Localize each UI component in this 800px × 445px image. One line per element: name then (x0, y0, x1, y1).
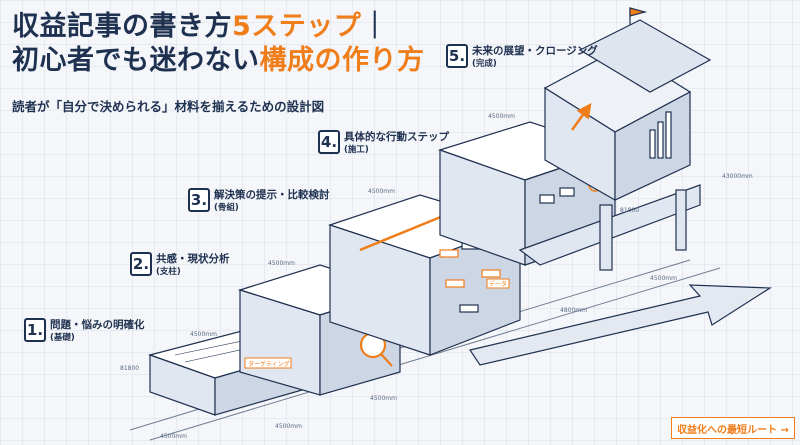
step-3-label: 3. 解決策の提示・比較検討(骨組) (188, 188, 330, 214)
step-1-label: 1. 問題・悩みの明確化(基礎) (24, 318, 145, 344)
route-button[interactable]: 収益化への最短ルート → (671, 417, 795, 439)
targeting-tag: ターゲティング (244, 357, 292, 369)
step-4-label: 4. 具体的な行動ステップ(施工) (318, 130, 449, 156)
step-2-label: 2. 共感・現状分析(支柱) (130, 252, 230, 278)
dim-label: 4500mm (368, 188, 395, 195)
svg-text:データ: データ (489, 280, 507, 288)
dim-label: 4500mm (190, 331, 217, 338)
dim-label: 4800mm (560, 307, 587, 314)
dim-label: 81800 (120, 365, 139, 372)
data-tag: データ (486, 278, 510, 289)
svg-text:ターゲティング: ターゲティング (248, 360, 290, 368)
dim-label: 81800 (620, 207, 639, 214)
block-step5 (543, 7, 712, 202)
dim-label: 4500mm (275, 423, 302, 430)
bridge (518, 184, 701, 271)
dim-label: 4500mm (160, 433, 187, 440)
dim-label: 43000mm (722, 173, 753, 180)
dim-label: 4500mm (650, 275, 677, 282)
route-arrow (469, 284, 772, 366)
dim-label: 4500mm (370, 395, 397, 402)
dim-label: 4500mm (488, 113, 515, 120)
page-subtitle: 読者が「自分で決められる」材料を揃えるための設計図 (12, 99, 325, 114)
page-title: 収益記事の書き方5ステップ｜ 初心者でも迷わない構成の作り方 (12, 11, 425, 76)
step-5-label: 5. 未来の展望・クロージング(完成) (446, 44, 598, 70)
dim-label: 4500mm (268, 260, 295, 267)
